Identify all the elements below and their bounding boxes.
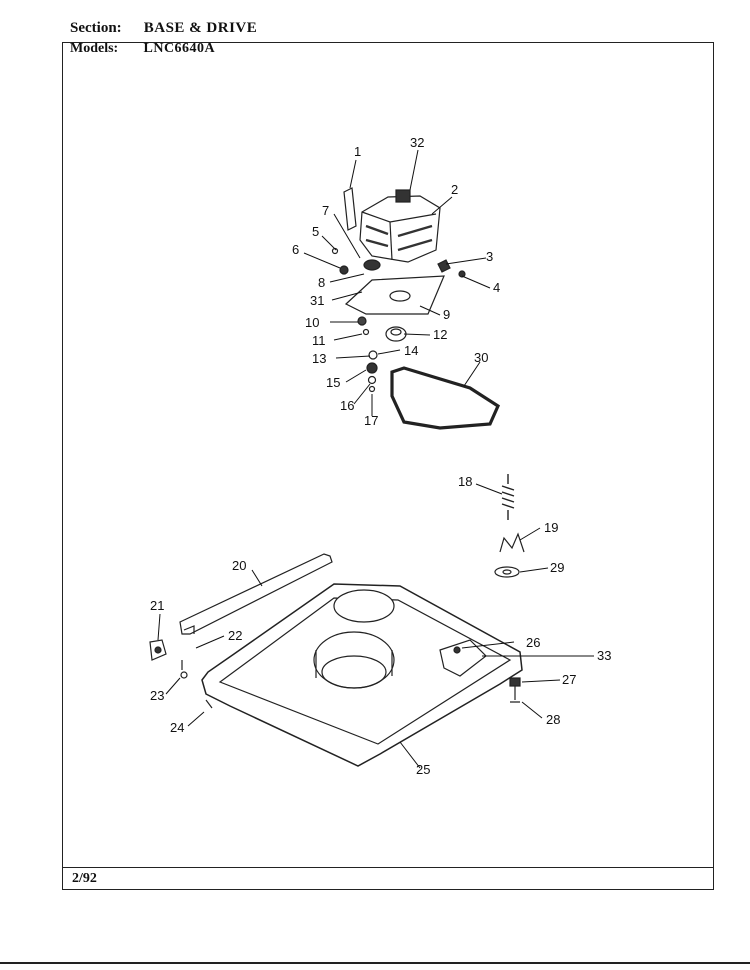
callout-32: 32: [410, 135, 424, 150]
motor-drawing: [359, 189, 441, 271]
callout-5: 5: [312, 224, 319, 239]
mounting-plate-drawing: [344, 275, 445, 315]
diagram-frame: [62, 42, 714, 890]
models-label: Models:: [70, 41, 119, 56]
callout-25: 25: [416, 762, 430, 777]
callout-3: 3: [486, 249, 493, 264]
callout-31: 31: [310, 293, 324, 308]
callout-20: 20: [232, 558, 246, 573]
callout-10: 10: [305, 315, 319, 330]
footer-divider: [62, 867, 714, 868]
callout-27: 27: [562, 672, 576, 687]
callout-4: 4: [493, 280, 500, 295]
drive-belt-drawing: [390, 366, 501, 430]
callout-23: 23: [150, 688, 164, 703]
callout-29: 29: [550, 560, 564, 575]
spring-drawing: [501, 474, 515, 520]
callout-1: 1: [354, 144, 361, 159]
callout-2: 2: [451, 182, 458, 197]
callout-26: 26: [526, 635, 540, 650]
models-header: Models: LNC6640A: [70, 41, 215, 57]
callout-13: 13: [312, 351, 326, 366]
callout-15: 15: [326, 375, 340, 390]
section-value: BASE & DRIVE: [143, 20, 258, 36]
callout-22: 22: [228, 628, 242, 643]
callout-6: 6: [292, 242, 299, 257]
models-value: LNC6640A: [143, 41, 216, 56]
base-assembly-drawing: [201, 583, 523, 767]
callout-9: 9: [443, 307, 450, 322]
page-bottom-rule: [0, 962, 750, 964]
clip-drawing: [499, 532, 525, 553]
callout-11: 11: [312, 333, 326, 348]
callout-8: 8: [318, 275, 325, 290]
brace-bar-drawing: [179, 553, 333, 635]
callout-14: 14: [404, 343, 418, 358]
callout-21: 21: [150, 598, 164, 613]
callout-19: 19: [544, 520, 558, 535]
callout-18: 18: [458, 474, 472, 489]
callout-33: 33: [597, 648, 611, 663]
section-header: Section: BASE & DRIVE: [70, 20, 257, 37]
callout-24: 24: [170, 720, 184, 735]
callout-28: 28: [546, 712, 560, 727]
callout-17: 17: [364, 413, 378, 428]
bracket-drawing: [343, 187, 357, 231]
callout-7: 7: [322, 203, 329, 218]
callout-16: 16: [340, 398, 354, 413]
callout-12: 12: [433, 327, 447, 342]
section-label: Section:: [70, 20, 122, 36]
footer-date: 2/92: [72, 871, 97, 886]
callout-30: 30: [474, 350, 488, 365]
